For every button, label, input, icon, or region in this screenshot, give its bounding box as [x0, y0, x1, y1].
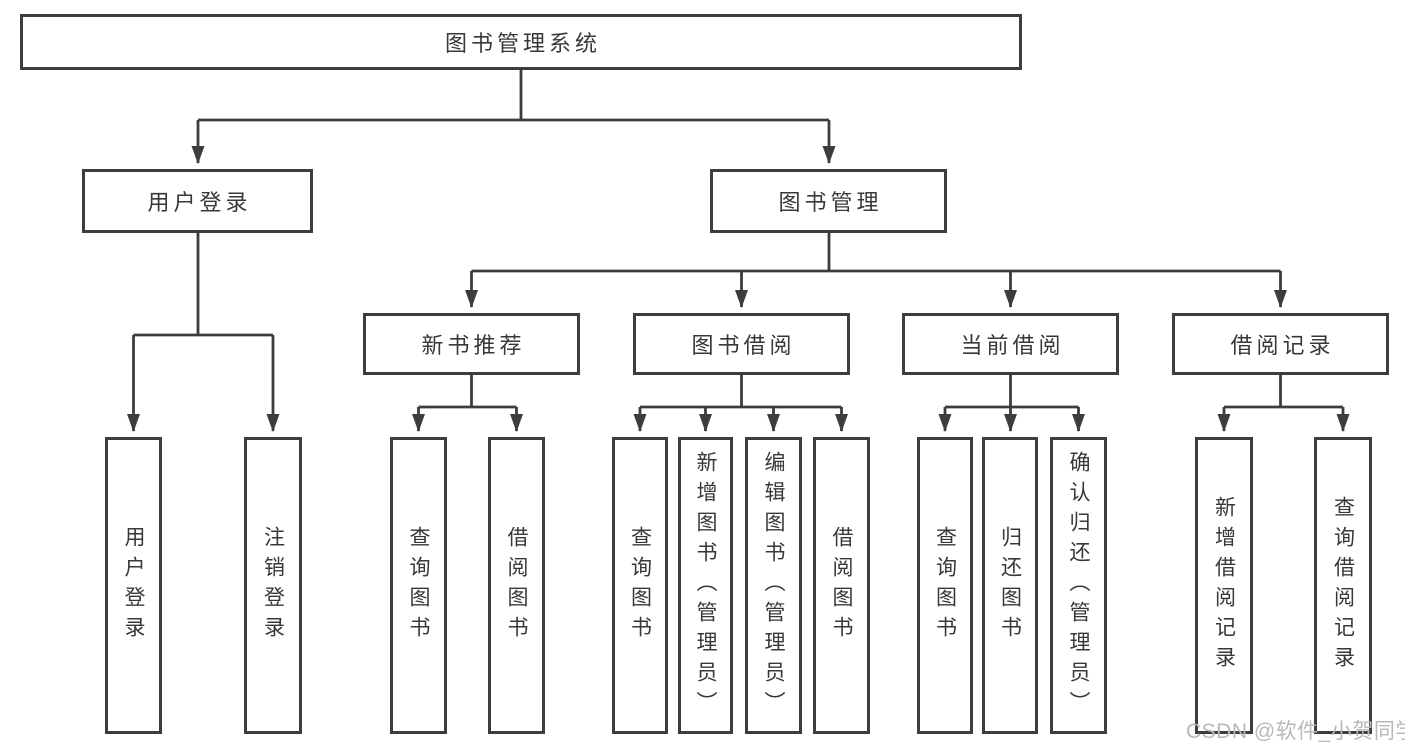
node-label: 图书管理系统: [444, 31, 601, 56]
node-label: 编辑图书（管理员）: [762, 450, 785, 721]
node-current-borrowing: 当前借阅: [902, 313, 1119, 375]
node-label: 查询图书: [407, 525, 430, 646]
node-query-books-current: 查询图书: [917, 437, 973, 734]
node-borrowing-records: 借阅记录: [1172, 313, 1389, 375]
node-query-books-recommend: 查询图书: [390, 437, 447, 734]
node-book-management-branch: 图书管理: [710, 169, 947, 233]
node-label: 用户登录: [147, 190, 252, 215]
node-label: 借阅图书: [830, 525, 853, 646]
node-query-books-borrowing: 查询图书: [612, 437, 668, 734]
node-edit-books-admin: 编辑图书（管理员）: [745, 437, 802, 734]
node-confirm-return-admin: 确认归还（管理员）: [1050, 437, 1107, 734]
node-label: 新书推荐: [421, 333, 526, 358]
node-book-borrowing: 图书借阅: [633, 313, 850, 375]
csdn-watermark: CSDN @软件_小贺同学: [1186, 720, 1405, 743]
node-label: 新增借阅记录: [1212, 495, 1236, 676]
node-label: 确认归还（管理员）: [1067, 450, 1090, 721]
node-label: 用户登录: [122, 525, 145, 646]
node-user-login: 用户登录: [105, 437, 162, 734]
node-label: 图书管理: [778, 190, 883, 215]
node-logout: 注销登录: [244, 437, 302, 734]
node-borrow-books-recommend: 借阅图书: [488, 437, 545, 734]
node-label: 当前借阅: [960, 333, 1065, 358]
node-label: 查询图书: [628, 525, 652, 646]
node-system-root: 图书管理系统: [20, 14, 1022, 70]
node-label: 注销登录: [261, 525, 285, 646]
node-label: 借阅记录: [1230, 333, 1335, 358]
node-user-login-branch: 用户登录: [82, 169, 313, 233]
node-label: 新增图书（管理员）: [694, 450, 717, 721]
node-borrow-books: 借阅图书: [813, 437, 870, 734]
node-label: 借阅图书: [505, 525, 528, 646]
node-add-borrow-record: 新增借阅记录: [1195, 437, 1253, 734]
node-label: 查询借阅记录: [1331, 495, 1355, 676]
node-label: 图书借阅: [691, 333, 796, 358]
node-add-books-admin: 新增图书（管理员）: [678, 437, 733, 734]
node-return-books: 归还图书: [982, 437, 1038, 734]
node-new-book-recommend: 新书推荐: [363, 313, 580, 375]
node-label: 查询图书: [933, 525, 957, 646]
node-query-borrow-record: 查询借阅记录: [1314, 437, 1372, 734]
node-label: 归还图书: [998, 525, 1022, 646]
